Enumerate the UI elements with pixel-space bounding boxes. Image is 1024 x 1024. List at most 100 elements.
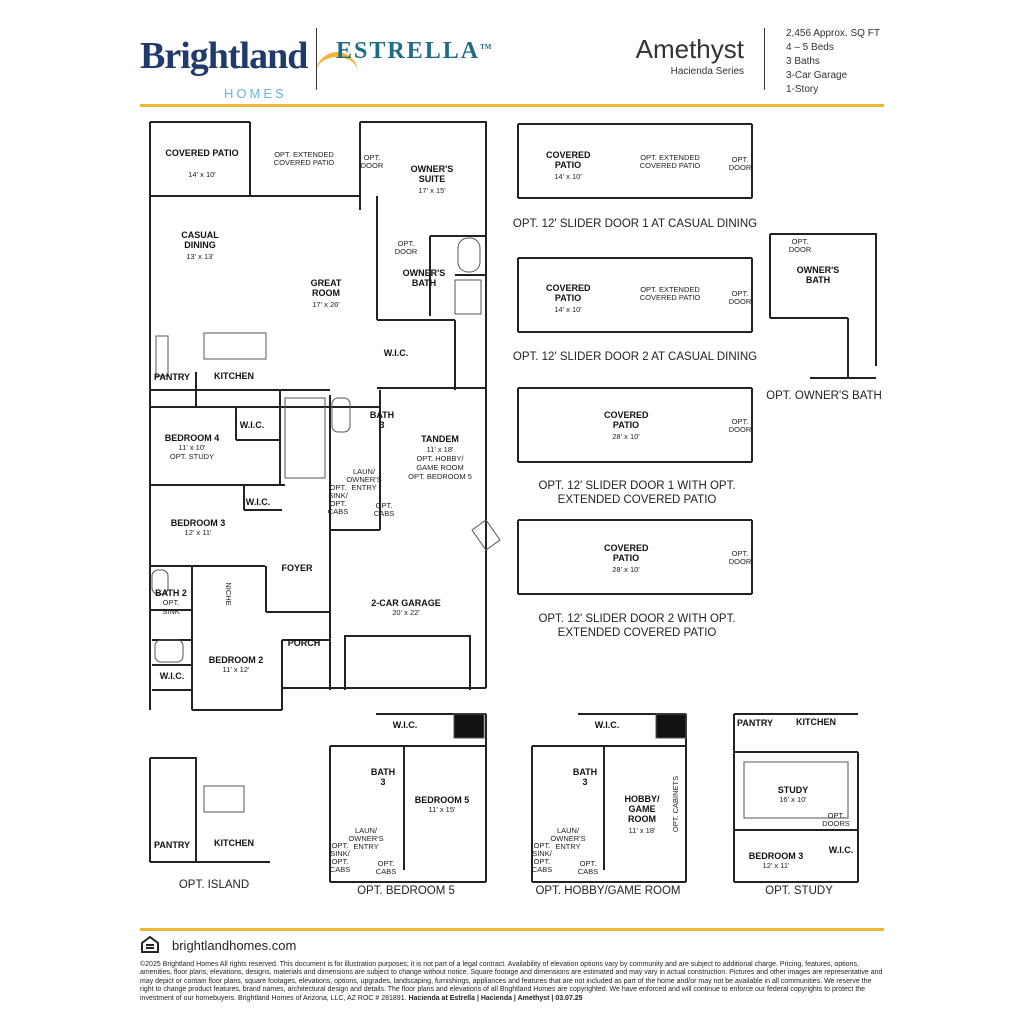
plan-name: Amethyst (635, 34, 744, 64)
caption-opt-hobby-game-room: OPT. HOBBY/GAME ROOM (535, 885, 681, 897)
room-bedroom-4-dim: 11' x 10' (178, 443, 206, 452)
room-covered-patio: COVERED PATIO (546, 283, 591, 303)
caption-opt-owners-bath: OPT. OWNER'S BATH (766, 390, 882, 402)
legal-plan-info: Hacienda at Estrella | Hacienda | Amethy… (408, 994, 583, 1002)
room-pantry: PANTRY (154, 372, 190, 382)
room-laun: LAUN/ OWNER'S ENTRY (348, 826, 384, 851)
label-opt-sink-cabs: OPT. SINK/ OPT. CABS (327, 483, 349, 516)
community-logo: ESTRELLATM (336, 38, 492, 64)
room-bedroom-3: BEDROOM 3 (170, 518, 226, 528)
room-kitchen: KITCHEN (214, 838, 254, 848)
label-opt-cabs: OPT. CABS (373, 501, 395, 518)
room-bath-2: BATH 2 (155, 588, 187, 598)
room-bath-3: BATH 3 (370, 767, 396, 787)
room-covered-patio-dim: 14' x 10' (554, 172, 582, 181)
brightland-logo: Brightland HOMES (140, 30, 358, 101)
caption-slider-2-extended: OPT. 12' SLIDER DOOR 2 WITH OPT. EXTENDE… (538, 613, 736, 639)
room-bedroom-4-opt: OPT. STUDY (169, 452, 215, 461)
label-opt-door: OPT. DOOR (360, 153, 384, 170)
brand-sub: HOMES (224, 86, 287, 101)
room-kitchen: KITCHEN (796, 717, 836, 727)
room-owners-suite-dim: 17' x 15' (418, 186, 446, 195)
room-owners-bath: OWNER'S BATH (402, 268, 446, 288)
bottom-rule (140, 928, 884, 931)
room-2-car-garage-dim: 20' x 22' (392, 608, 420, 617)
caption-slider-1-extended: OPT. 12' SLIDER DOOR 1 WITH OPT. EXTENDE… (538, 480, 736, 506)
caption-slider-2: OPT. 12' SLIDER DOOR 2 AT CASUAL DINING (512, 351, 758, 363)
room-laun: LAUN/ OWNER'S ENTRY (346, 467, 382, 492)
spec-beds: 4 – 5 Beds (786, 42, 834, 53)
room-wic: W.I.C. (594, 720, 620, 730)
room-kitchen: KITCHEN (214, 371, 254, 381)
caption-opt-study: OPT. STUDY (765, 885, 833, 897)
equal-housing-icon (141, 935, 159, 953)
room-owners-bath: OWNER'S BATH (796, 265, 840, 285)
room-foyer: FOYER (281, 563, 313, 573)
room-tandem-dim: 11' x 18' (426, 445, 454, 454)
room-bedroom-4: BEDROOM 4 (164, 433, 220, 443)
room-bedroom-5-dim: 11' x 15' (428, 805, 456, 814)
top-rule (140, 104, 884, 107)
caption-slider-1: OPT. 12' SLIDER DOOR 1 AT CASUAL DINING (512, 218, 758, 230)
room-study-dim: 16' x 10' (779, 795, 807, 804)
label-opt-cabinets: OPT. CABINETS (671, 775, 680, 833)
plan-specs: 2,456 Approx. SQ FT 4 – 5 Beds 3 Baths 3… (786, 27, 880, 97)
room-porch: PORCH (287, 638, 321, 648)
website-link[interactable]: brightlandhomes.com (172, 938, 297, 953)
room-bedroom-3-dim: 12' x 11' (184, 528, 212, 537)
label-opt-sink-cabs: OPT. SINK/ OPT. CABS (531, 841, 553, 874)
room-covered-patio-dim: 14' x 10' (554, 305, 582, 314)
room-owners-suite: OWNER'S SUITE (410, 164, 454, 184)
room-study: STUDY (777, 785, 809, 795)
room-tandem-opt: OPT. HOBBY/ (416, 454, 464, 463)
room-covered-patio: COVERED PATIO (165, 148, 239, 158)
room-hobby-game-room: HOBBY/ GAME ROOM (624, 794, 660, 824)
label-opt-cabs: OPT. CABS (375, 859, 397, 876)
room-great-room: GREAT ROOM (310, 278, 342, 298)
room-bedroom-5: BEDROOM 5 (414, 795, 470, 805)
room-covered-patio-dim: 14' x 10' (188, 170, 216, 179)
label-opt-door: OPT. DOOR (788, 237, 812, 254)
room-casual-dining-dim: 13' x 13' (186, 252, 214, 261)
room-covered-patio-dim: 28' x 10' (612, 432, 640, 441)
label-opt-door: OPT. DOOR (394, 239, 418, 256)
room-casual-dining: CASUAL DINING (181, 230, 219, 250)
room-wic: W.I.C. (392, 720, 418, 730)
spec-sqft: 2,456 Approx. SQ FT (786, 28, 880, 39)
label-opt-door: OPT. DOOR (728, 155, 752, 172)
room-wic: W.I.C. (383, 348, 409, 358)
room-wic: W.I.C. (828, 845, 854, 855)
room-wic: W.I.C. (239, 420, 265, 430)
header-divider (316, 28, 317, 90)
spec-garage: 3-Car Garage (786, 70, 848, 81)
brand-name: Brightland (140, 35, 308, 77)
room-covered-patio-dim: 28' x 10' (612, 565, 640, 574)
room-bedroom-3: BEDROOM 3 (748, 851, 804, 861)
room-opt-extended-patio: OPT. EXTENDED COVERED PATIO (639, 153, 701, 170)
spec-stories: 1-Story (786, 84, 819, 95)
room-bedroom-2: BEDROOM 2 (208, 655, 264, 665)
room-covered-patio: COVERED PATIO (546, 150, 591, 170)
logo-arc-icon (316, 52, 358, 79)
label-opt-cabs: OPT. CABS (577, 859, 599, 876)
caption-opt-island: OPT. ISLAND (178, 879, 250, 891)
caption-opt-bedroom-5: OPT. BEDROOM 5 (357, 885, 455, 897)
label-niche: NICHE (224, 582, 233, 606)
room-covered-patio: COVERED PATIO (604, 543, 649, 563)
room-hobby-game-room-dim: 11' x 18' (628, 826, 656, 835)
room-bedroom-2-dim: 11' x 12' (222, 665, 250, 674)
label-opt-door: OPT. DOOR (728, 417, 752, 434)
room-wic: W.I.C. (245, 497, 271, 507)
room-bath-2-opt: OPT. SINK (162, 598, 180, 616)
room-bath-3: BATH 3 (572, 767, 598, 787)
room-tandem: TANDEM (421, 434, 459, 444)
legal-disclaimer: ©2025 Brightland Homes All rights reserv… (140, 961, 883, 1002)
room-2-car-garage: 2-CAR GARAGE (371, 598, 441, 608)
room-bath-3: BATH 3 (369, 410, 395, 430)
room-great-room-dim: 17' x 26' (312, 300, 340, 309)
room-opt-extended-patio: OPT. EXTENDED COVERED PATIO (639, 285, 701, 302)
label-opt-doors: OPT. DOORS (822, 811, 850, 828)
room-pantry: PANTRY (737, 718, 773, 728)
room-bedroom-3-dim: 12' x 11' (762, 861, 790, 870)
